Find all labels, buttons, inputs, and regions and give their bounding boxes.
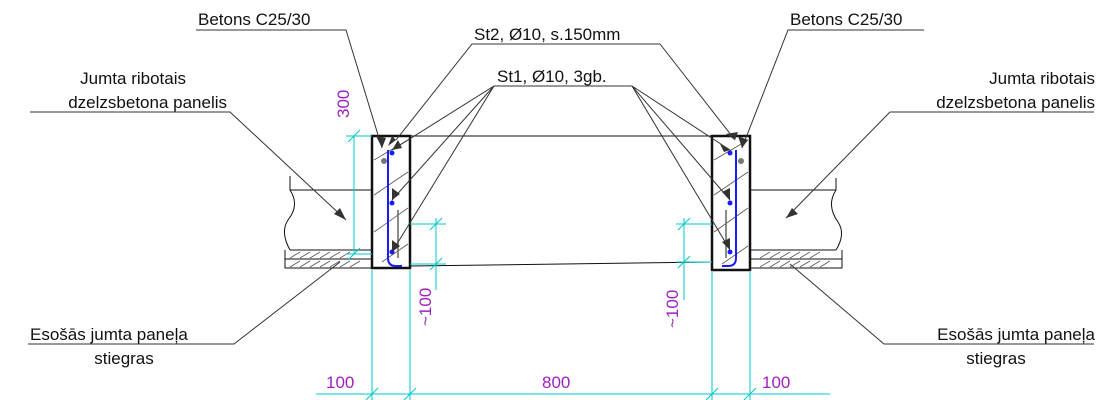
right-roof-panel [750,178,843,269]
existing-rebar-label-left-line1: Esošās jumta paneļa [30,325,188,344]
concrete-label-right: Betons C25/30 [790,10,902,29]
existing-rebar-label-right-line2: stiegras [966,349,1026,368]
dimension-300: 300 [334,90,353,118]
panel-label-left-line2: dzelzsbetona panelis [68,93,227,112]
panel-label-left-line1: Jumta ribotais [80,69,186,88]
dimension-bottom-800: 800 [542,373,570,392]
existing-rebar-label-right-line1: Esošās jumta paneļa [937,325,1095,344]
middle-beam-outline [409,135,713,267]
dimension-bottom-100-right: 100 [762,373,790,392]
existing-rebar-label-left-line2: stiegras [94,349,154,368]
dimension-lines [316,129,830,400]
st2-rebar-label: St2, Ø10, s.150mm [474,25,620,44]
dimension-bottom-100-left: 100 [326,373,354,392]
dimension-approx-100-left: ~100 [416,288,435,326]
left-concrete-marker [381,158,387,164]
right-existing-rebar-hatch [759,251,831,268]
leader-arrowheads [334,132,798,252]
panel-label-right-line1: Jumta ribotais [989,69,1095,88]
left-existing-rebar-hatch [289,251,361,268]
leader-lines [28,29,1094,345]
left-roof-panel [284,176,372,269]
right-rebar-dots [727,150,744,255]
st1-rebar-label: St1, Ø10, 3gb. [497,67,607,86]
left-rebar-dots [389,150,395,255]
left-concrete-rib [370,134,412,270]
dimension-approx-100-right: ~100 [663,290,682,328]
panel-label-right-line2: dzelzsbetona panelis [936,93,1095,112]
concrete-label-left: Betons C25/30 [198,10,310,29]
